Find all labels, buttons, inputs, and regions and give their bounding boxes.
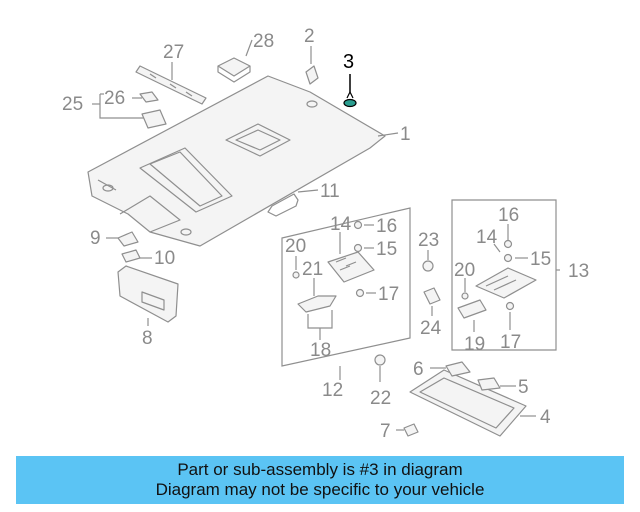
callout-15b: 15 xyxy=(530,249,551,270)
clip-5-part xyxy=(477,377,501,391)
callout-3: 3 xyxy=(343,51,354,73)
callout-labels: 27 28 2 3 1 26 25 11 9 10 8 14 16 15 20 … xyxy=(62,26,589,442)
callout-12: 12 xyxy=(322,380,343,401)
screw-7-part xyxy=(403,423,419,437)
sunroof-part xyxy=(409,369,527,437)
bracket-25-part xyxy=(141,109,167,129)
callout-11: 11 xyxy=(320,181,340,202)
socket-24-part xyxy=(423,287,441,305)
callout-23: 23 xyxy=(418,230,439,251)
lens-19-part xyxy=(457,299,487,319)
dome-light-box-13 xyxy=(451,199,557,351)
leader-lines xyxy=(92,39,560,431)
parts-diagram: 27 28 2 3 1 26 25 11 9 10 8 14 16 15 20 … xyxy=(62,26,589,442)
banner-line-2: Diagram may not be specific to your vehi… xyxy=(155,480,485,499)
grab-handle-part xyxy=(267,193,299,217)
callout-9: 9 xyxy=(90,228,101,249)
callout-1: 1 xyxy=(400,124,411,145)
callout-5: 5 xyxy=(518,377,529,398)
callout-4: 4 xyxy=(540,407,551,428)
sun-visor-part xyxy=(117,265,179,323)
hook-26-part xyxy=(139,91,159,103)
callout-20b: 20 xyxy=(454,260,475,281)
callout-16b: 16 xyxy=(498,205,519,226)
callout-19: 19 xyxy=(464,334,485,355)
callout-22: 22 xyxy=(370,388,391,409)
clip-10-part xyxy=(121,249,141,263)
callout-28: 28 xyxy=(253,31,274,52)
headliner-part xyxy=(87,75,386,247)
bulb-20b-part xyxy=(461,292,469,300)
bulb-17a-part xyxy=(355,288,365,298)
callout-24: 24 xyxy=(420,318,442,339)
callout-8: 8 xyxy=(142,328,153,349)
clip-28-part xyxy=(217,57,251,83)
banner-line-1: Part or sub-assembly is #3 in diagram xyxy=(177,460,463,479)
dome-light-box-12 xyxy=(281,207,411,367)
callout-20a: 20 xyxy=(285,236,306,257)
callout-17a: 17 xyxy=(378,284,399,305)
coat-hook-part xyxy=(117,231,139,247)
callout-25: 25 xyxy=(62,94,83,115)
roof-rail-part xyxy=(135,65,207,105)
callout-16a: 16 xyxy=(376,216,397,237)
lens-21-part xyxy=(297,295,337,313)
bulb-17b-part xyxy=(505,301,515,311)
callout-13: 13 xyxy=(568,261,589,282)
part-3-highlight xyxy=(343,90,357,108)
callout-2: 2 xyxy=(304,26,315,47)
callout-6: 6 xyxy=(413,359,424,380)
callout-14a: 14 xyxy=(330,214,352,235)
info-banner: Part or sub-assembly is #3 in diagram Di… xyxy=(16,456,624,504)
dome-light-part xyxy=(475,267,537,299)
callout-10: 10 xyxy=(154,248,175,269)
callout-21: 21 xyxy=(302,259,323,280)
callout-7: 7 xyxy=(380,421,391,442)
bulb-23-part xyxy=(422,260,434,272)
map-light-part xyxy=(327,251,375,283)
bulb-20a-part xyxy=(292,271,300,279)
bulb-15a-part xyxy=(353,243,363,253)
screw-16b-part xyxy=(503,239,513,249)
callout-27: 27 xyxy=(163,42,184,63)
clip-2-part xyxy=(305,65,319,85)
screw-16a-part xyxy=(353,220,363,230)
callout-14b: 14 xyxy=(476,227,498,248)
callout-17b: 17 xyxy=(500,332,521,353)
callout-15a: 15 xyxy=(376,239,397,260)
clip-6-part xyxy=(445,361,471,377)
callout-18: 18 xyxy=(310,340,331,361)
bulb-15b-part xyxy=(503,253,513,263)
clip-22-part xyxy=(374,354,386,366)
callout-26: 26 xyxy=(104,88,125,109)
